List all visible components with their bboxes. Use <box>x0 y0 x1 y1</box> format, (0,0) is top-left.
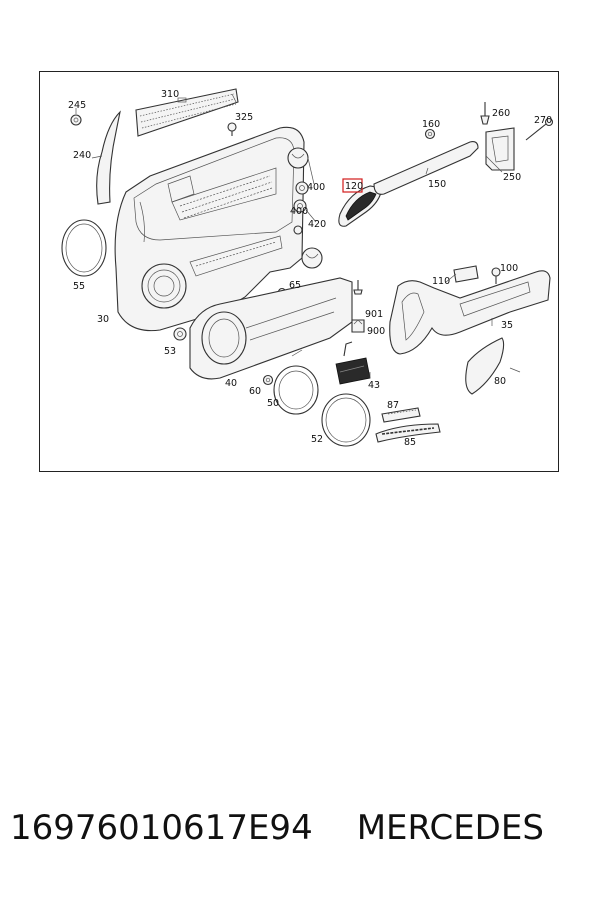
caption: 16976010617E94 MERCEDES <box>10 808 590 858</box>
bracket-250 <box>485 127 515 171</box>
label-400-upper: 400 <box>307 182 325 193</box>
clip-60 <box>262 374 274 386</box>
label-35: 35 <box>501 320 513 331</box>
clip-53 <box>173 327 187 341</box>
label-240: 240 <box>73 150 91 161</box>
label-55: 55 <box>73 281 85 292</box>
brand-name: MERCEDES <box>356 808 544 848</box>
label-40: 40 <box>225 378 237 389</box>
leader-lines <box>75 93 521 378</box>
clip-245 <box>70 114 82 126</box>
label-245: 245 <box>68 100 86 111</box>
trim-strip-240 <box>96 110 121 205</box>
label-901: 901 <box>365 309 383 320</box>
clip-160 <box>424 128 436 140</box>
label-85: 85 <box>404 437 416 448</box>
label-270: 270 <box>534 115 552 126</box>
label-43: 43 <box>368 380 380 391</box>
cap-400-lower <box>293 181 309 235</box>
part-number: 16976010617E94 <box>10 808 313 848</box>
label-420: 420 <box>308 219 326 230</box>
speaker-grille-310 <box>135 88 239 137</box>
connector-900 <box>351 319 365 333</box>
highlight-box-120 <box>342 178 363 193</box>
label-150: 150 <box>428 179 446 190</box>
label-100: 100 <box>500 263 518 274</box>
pin-270 <box>525 117 554 141</box>
plate-87 <box>381 407 421 423</box>
parts-diagram-frame: 245 310 325 240 160 260 270 250 400 120 … <box>39 71 559 472</box>
label-160: 160 <box>422 119 440 130</box>
label-310: 310 <box>161 89 179 100</box>
label-325: 325 <box>235 112 253 123</box>
ring-52 <box>321 393 371 447</box>
pad-110 <box>453 265 479 283</box>
part-labels: 245 310 325 240 160 260 270 250 400 120 … <box>68 89 552 448</box>
cap-420 <box>293 199 323 269</box>
label-110: 110 <box>432 276 450 287</box>
label-50: 50 <box>267 398 279 409</box>
label-30: 30 <box>97 314 109 325</box>
trim-piece-80 <box>465 337 505 395</box>
label-87: 87 <box>387 400 399 411</box>
bolt-260 <box>480 102 490 125</box>
speaker-ring-55 <box>61 219 107 277</box>
badge-85 <box>375 423 441 443</box>
label-260: 260 <box>492 108 510 119</box>
label-120: 120 <box>345 181 363 192</box>
cap-400-upper <box>287 147 309 169</box>
door-panel-exploded-diagram: 245 310 325 240 160 260 270 250 400 120 … <box>61 88 554 448</box>
screw-100 <box>491 267 501 284</box>
door-handle-120 <box>338 185 383 227</box>
door-panel-30 <box>114 126 305 332</box>
label-250: 250 <box>503 172 521 183</box>
label-65: 65 <box>289 280 301 291</box>
label-80: 80 <box>494 376 506 387</box>
screw-325 <box>227 122 237 136</box>
speaker-ring-50 <box>273 365 319 415</box>
label-53: 53 <box>164 346 176 357</box>
screw-901 <box>353 280 363 295</box>
trim-strip-150 <box>373 141 479 195</box>
label-52: 52 <box>311 434 323 445</box>
label-900: 900 <box>367 326 385 337</box>
rear-door-panel-35 <box>389 270 551 355</box>
switch-unit-43 <box>335 341 371 385</box>
label-400-lower: 400 <box>290 206 308 217</box>
label-60: 60 <box>249 386 261 397</box>
